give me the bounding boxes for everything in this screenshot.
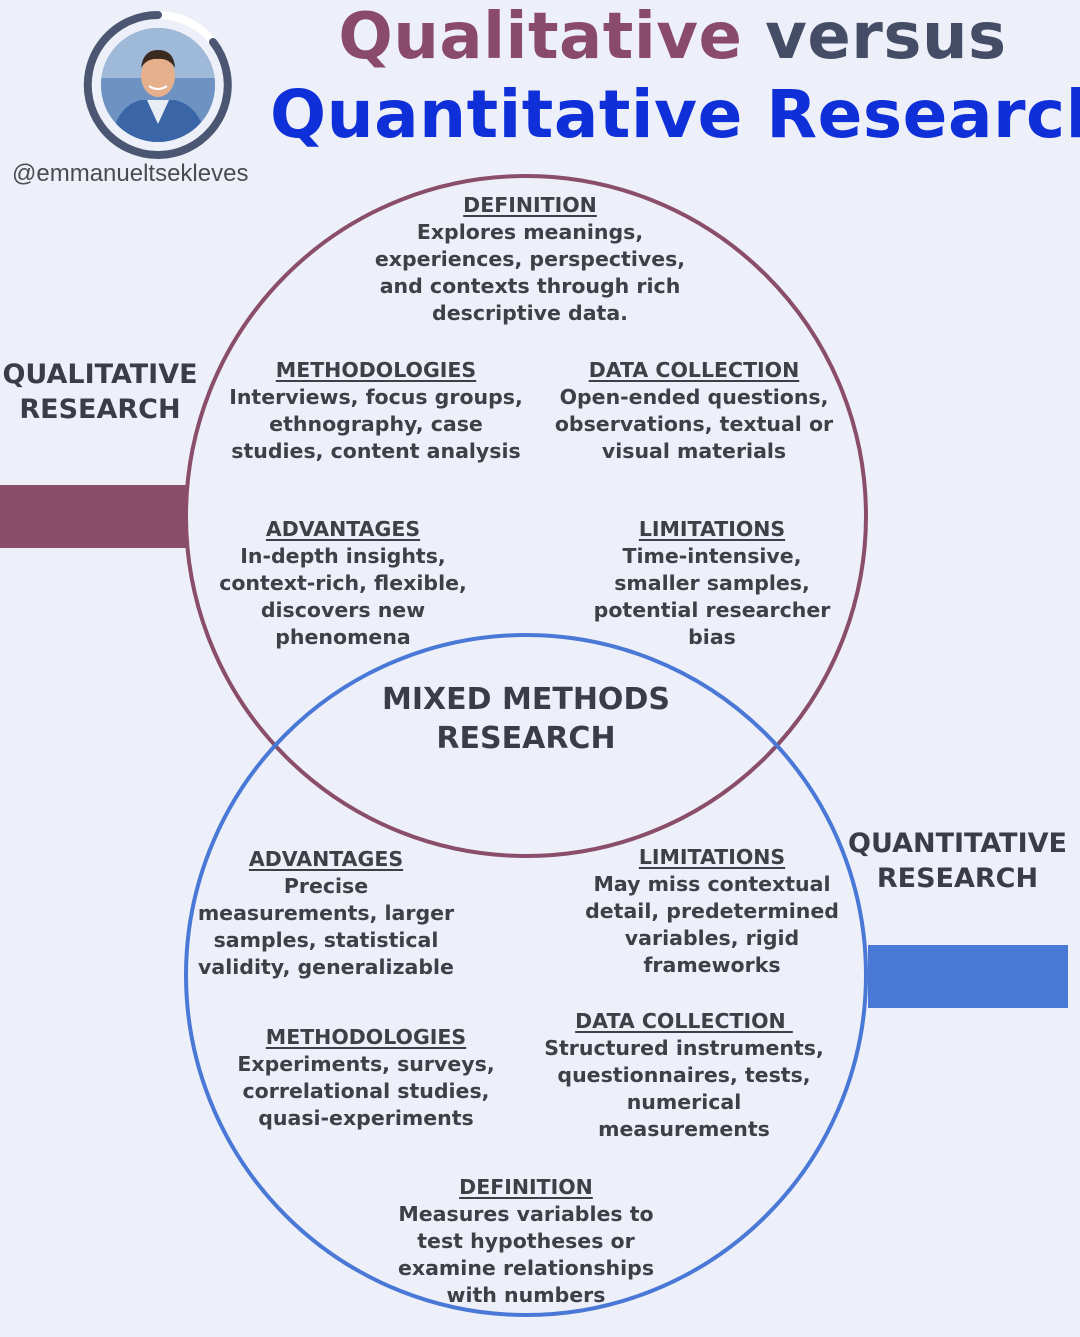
qual-data-collection-line: visual materials xyxy=(601,439,787,463)
quantitative-bar xyxy=(868,945,1068,1008)
qualitative-label: QUALITATIVE RESEARCH xyxy=(0,357,200,427)
qual-definition-line: Explores meanings, xyxy=(416,220,644,244)
qualitative-circle xyxy=(184,174,868,858)
qual-methodologies-block: METHODOLOGIES Interviews, focus groups, … xyxy=(226,357,526,465)
qual-advantages-block: ADVANTAGES In-depth insights, context-ri… xyxy=(203,516,483,651)
qual-methodologies-line: ethnography, case xyxy=(269,412,483,436)
quant-advantages-heading: ADVANTAGES xyxy=(248,847,404,871)
qual-methodologies-line: Interviews, focus groups, xyxy=(229,385,523,409)
qual-limitations-line: potential researcher xyxy=(593,598,831,622)
qual-definition-block: DEFINITION Explores meanings, experience… xyxy=(330,192,730,327)
qual-data-collection-line: observations, textual or xyxy=(554,412,834,436)
quant-limitations-line: variables, rigid xyxy=(624,926,800,950)
qual-limitations-line: bias xyxy=(688,625,736,649)
qualitative-label-line-1: QUALITATIVE xyxy=(2,359,198,390)
quant-methodologies-line: Experiments, surveys, xyxy=(237,1052,495,1076)
qual-data-collection-line: Open-ended questions, xyxy=(559,385,829,409)
quantitative-label-line-1: QUANTITATIVE xyxy=(848,828,1067,859)
quant-methodologies-block: METHODOLOGIES Experiments, surveys, corr… xyxy=(226,1024,506,1132)
qual-methodologies-line: studies, content analysis xyxy=(231,439,521,463)
quant-methodologies-line: quasi-experiments xyxy=(258,1106,474,1130)
qual-data-collection-heading: DATA COLLECTION xyxy=(588,358,800,382)
quantitative-circle xyxy=(184,633,868,1317)
quant-limitations-line: detail, predetermined xyxy=(585,899,839,923)
quant-limitations-heading: LIMITATIONS xyxy=(638,845,786,869)
avatar-ring xyxy=(83,10,232,159)
quant-data-collection-block: DATA COLLECTION Structured instruments, … xyxy=(534,1008,834,1143)
quant-advantages-line: Precise xyxy=(283,874,369,898)
qual-limitations-line: Time-intensive, xyxy=(622,544,802,568)
title-line-1: Qualitative versus xyxy=(270,0,1075,74)
quant-advantages-line: validity, generalizable xyxy=(198,955,454,979)
avatar-photo-icon xyxy=(101,28,215,142)
title-word-qualitative: Qualitative xyxy=(338,0,743,74)
title-word-versus: versus xyxy=(765,0,1007,74)
quant-advantages-line: samples, statistical xyxy=(213,928,439,952)
quant-advantages-line: measurements, larger xyxy=(197,901,455,925)
quant-definition-line: with numbers xyxy=(446,1283,606,1307)
quant-advantages-block: ADVANTAGES Precise measurements, larger … xyxy=(186,846,466,981)
quant-limitations-line: frameworks xyxy=(643,953,781,977)
qual-advantages-line: context-rich, flexible, xyxy=(219,571,467,595)
qualitative-bar xyxy=(0,485,187,548)
qual-limitations-heading: LIMITATIONS xyxy=(638,517,786,541)
qual-advantages-line: discovers new xyxy=(260,598,426,622)
quant-limitations-line: May miss contextual xyxy=(593,872,831,896)
quant-data-collection-heading: DATA COLLECTION xyxy=(575,1009,793,1033)
quant-definition-heading: DEFINITION xyxy=(459,1175,593,1199)
quant-limitations-block: LIMITATIONS May miss contextual detail, … xyxy=(572,844,852,979)
qual-data-collection-block: DATA COLLECTION Open-ended questions, ob… xyxy=(544,357,844,465)
qual-advantages-heading: ADVANTAGES xyxy=(265,517,421,541)
quantitative-label: QUANTITATIVE RESEARCH xyxy=(845,826,1070,896)
qual-definition-line: descriptive data. xyxy=(432,301,628,325)
quantitative-label-line-2: RESEARCH xyxy=(876,863,1039,894)
qual-limitations-block: LIMITATIONS Time-intensive, smaller samp… xyxy=(577,516,847,651)
author-handle: @emmanueltsekleves xyxy=(12,160,249,187)
title-line-2: Quantitative Research xyxy=(270,76,1080,153)
quant-data-collection-line: measurements xyxy=(598,1117,770,1141)
quant-methodologies-line: correlational studies, xyxy=(242,1079,490,1103)
qual-methodologies-heading: METHODOLOGIES xyxy=(275,358,477,382)
qual-definition-heading: DEFINITION xyxy=(463,193,597,217)
qual-definition-line: experiences, perspectives, xyxy=(374,247,686,271)
mixed-methods-line-2: RESEARCH xyxy=(436,721,616,756)
quant-methodologies-heading: METHODOLOGIES xyxy=(265,1025,467,1049)
quant-definition-block: DEFINITION Measures variables to test hy… xyxy=(356,1174,696,1309)
mixed-methods-line-1: MIXED METHODS xyxy=(382,682,670,717)
quant-data-collection-line: Structured instruments, xyxy=(544,1036,824,1060)
quant-definition-line: test hypotheses or xyxy=(417,1229,635,1253)
qual-advantages-line: In-depth insights, xyxy=(240,544,446,568)
qual-advantages-line: phenomena xyxy=(275,625,411,649)
qual-definition-line: and contexts through rich xyxy=(379,274,681,298)
quant-definition-line: examine relationships xyxy=(397,1256,655,1280)
qual-limitations-line: smaller samples, xyxy=(614,571,810,595)
qualitative-label-line-2: RESEARCH xyxy=(19,394,181,425)
avatar xyxy=(101,28,215,142)
quant-data-collection-line: numerical xyxy=(626,1090,742,1114)
quant-data-collection-line: questionnaires, tests, xyxy=(557,1063,811,1087)
mixed-methods-label: MIXED METHODS RESEARCH xyxy=(326,680,726,758)
quant-definition-line: Measures variables to xyxy=(398,1202,654,1226)
